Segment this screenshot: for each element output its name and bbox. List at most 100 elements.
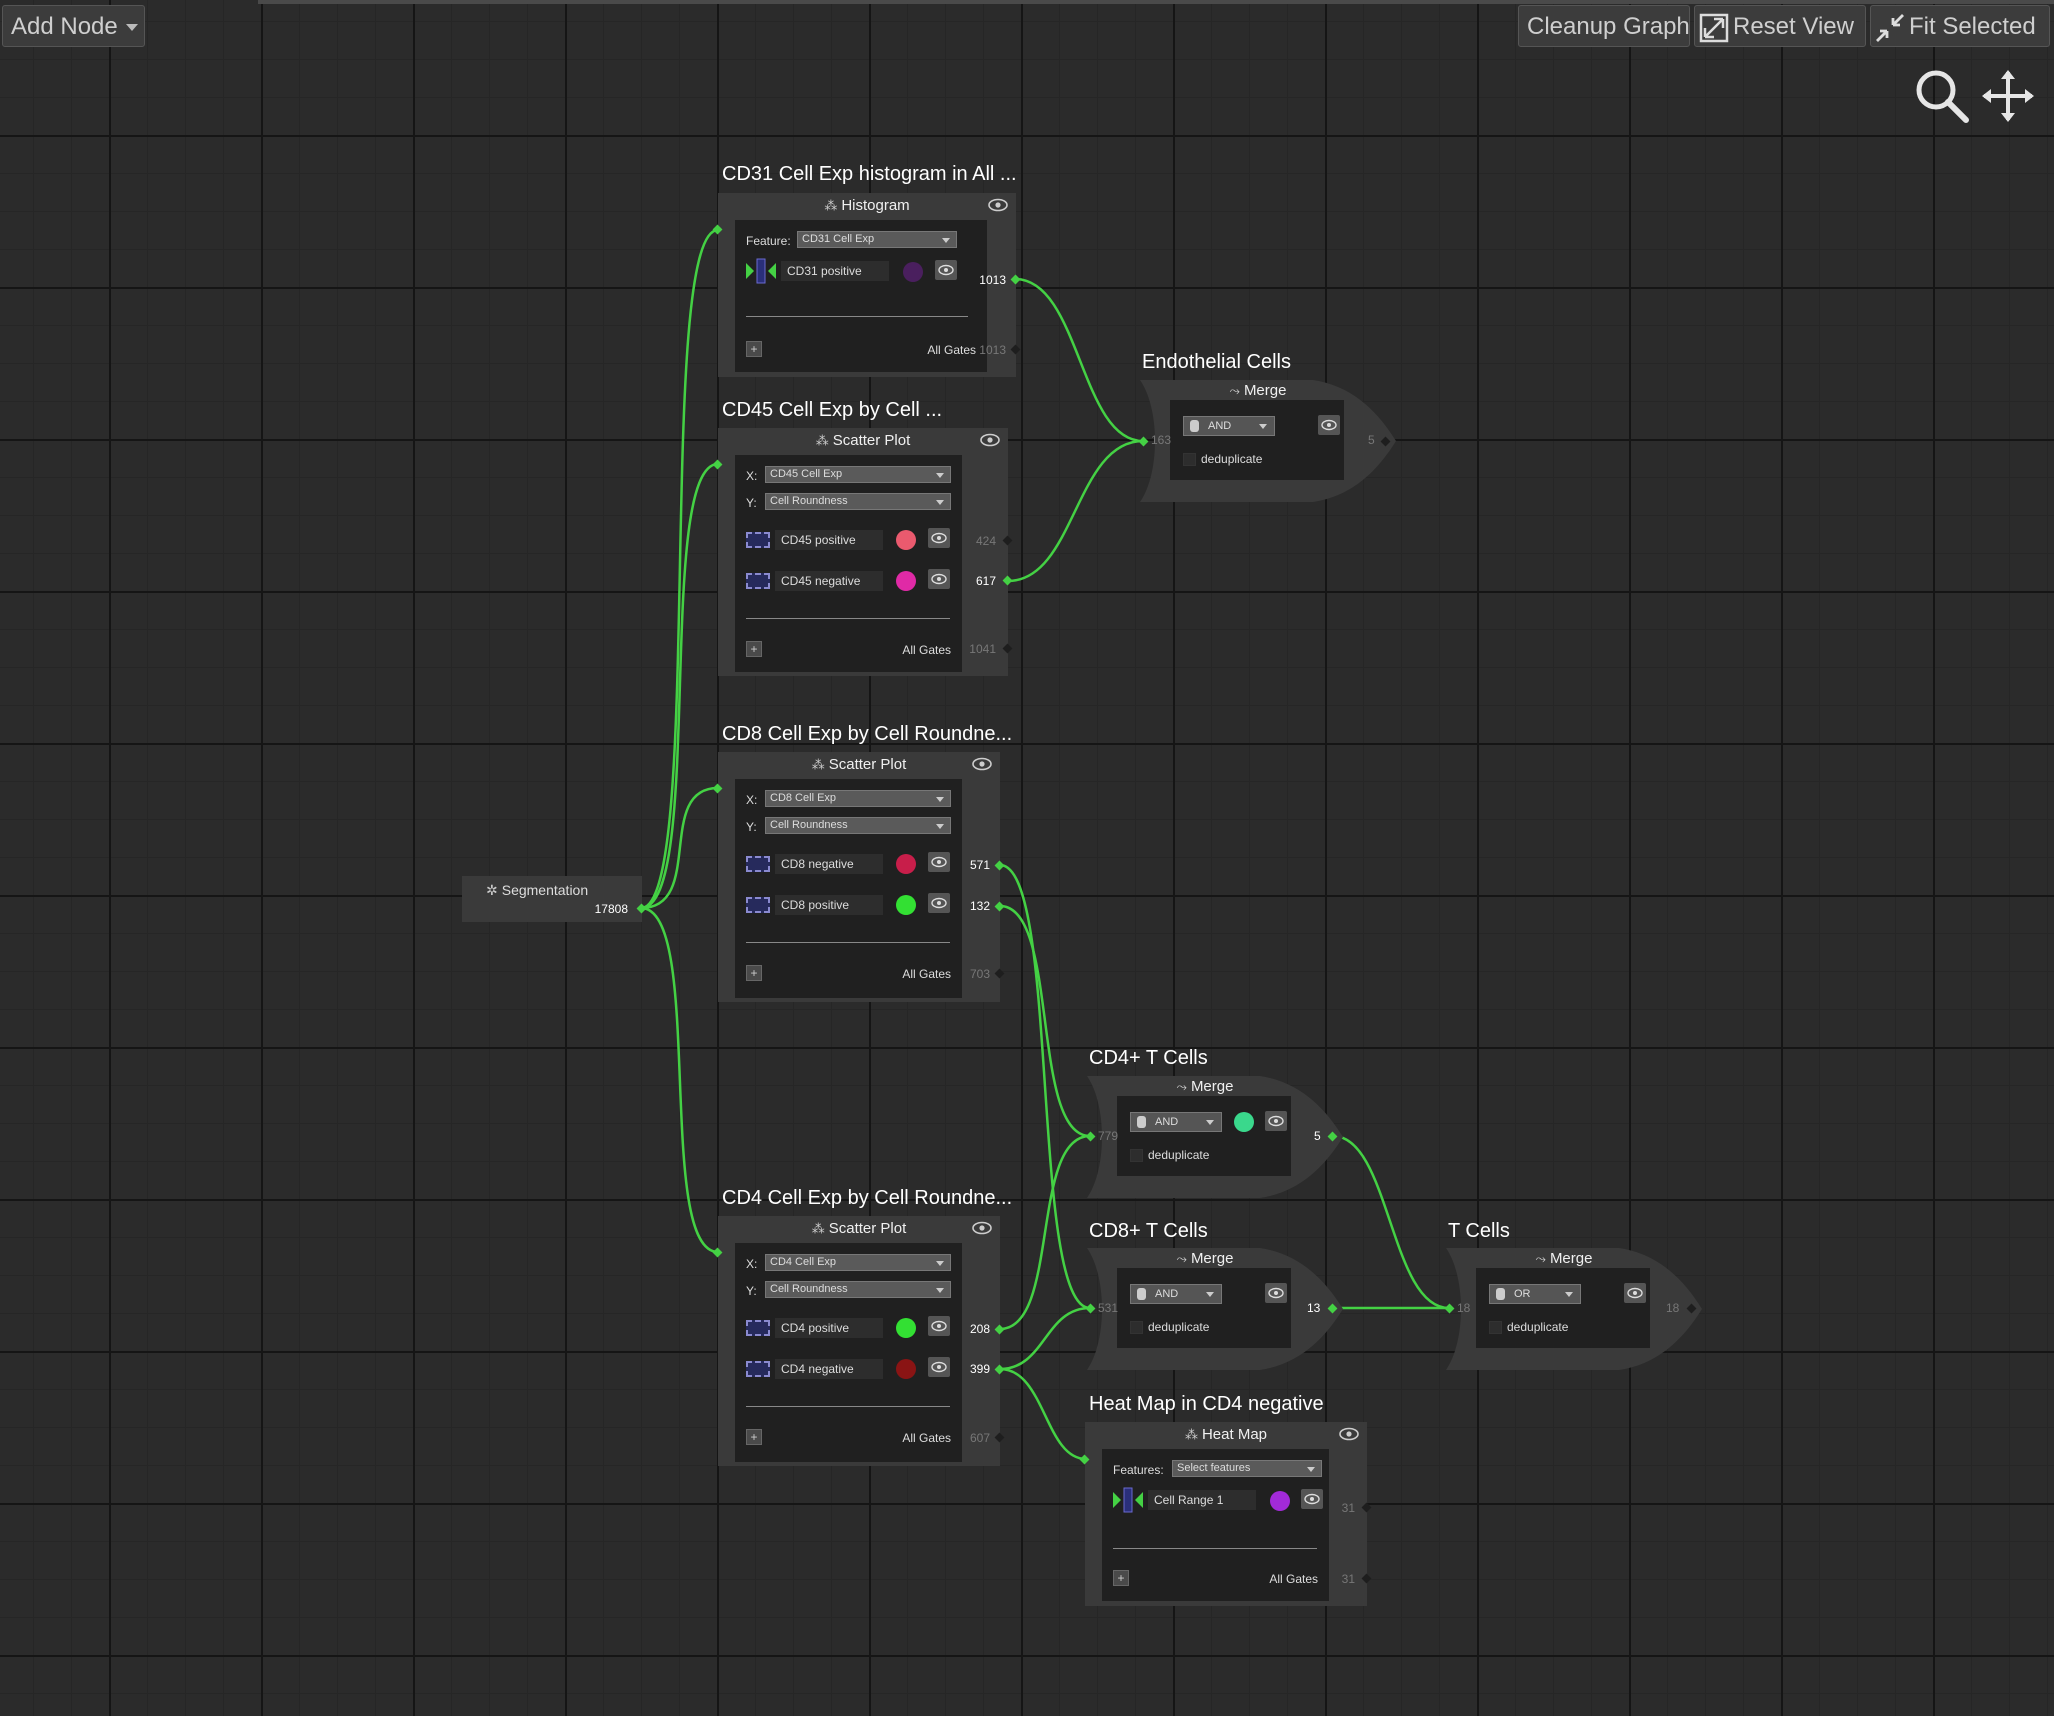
gate-name-field[interactable]: Cell Range 1 xyxy=(1148,1490,1256,1510)
y-axis-dropdown[interactable]: Cell Roundness xyxy=(765,1281,951,1298)
deduplicate-checkbox[interactable] xyxy=(1183,453,1196,466)
deduplicate-checkbox[interactable] xyxy=(1130,1321,1143,1334)
add-gate-button[interactable]: + xyxy=(1113,1570,1129,1586)
eye-icon[interactable] xyxy=(1339,1427,1359,1441)
cd8t-merge-node[interactable]: ⤳Merge AND deduplicate 531 13 xyxy=(1085,1246,1345,1372)
x-axis-dropdown[interactable]: CD8 Cell Exp xyxy=(765,790,951,807)
eye-icon[interactable] xyxy=(980,433,1000,447)
eye-icon[interactable] xyxy=(988,198,1008,212)
gate-visibility-button[interactable] xyxy=(928,893,950,913)
cd4-scatter-node[interactable]: ⁂Scatter Plot X: CD4 Cell Exp Y: Cell Ro… xyxy=(712,1216,1005,1466)
y-axis-dropdown[interactable]: Cell Roundness xyxy=(765,817,951,834)
gate-name-field[interactable]: CD4 negative xyxy=(775,1359,883,1379)
gate-color-swatch[interactable] xyxy=(1270,1491,1290,1511)
merge-icon: ⤳ xyxy=(1229,383,1240,398)
segmentation-label: ✲Segmentation xyxy=(486,882,588,899)
cleanup-graph-button[interactable]: Cleanup Graph xyxy=(1518,5,1690,47)
divider xyxy=(746,942,950,943)
merge-operator-dropdown[interactable]: AND xyxy=(1130,1112,1222,1132)
merge-operator-dropdown[interactable]: AND xyxy=(1183,416,1275,436)
gate-visibility-button[interactable] xyxy=(928,1357,950,1377)
gate-color-swatch[interactable] xyxy=(896,571,916,591)
polygon-gate-icon xyxy=(746,897,770,913)
gate-name-field[interactable]: CD45 positive xyxy=(775,530,883,550)
gate-color-swatch[interactable] xyxy=(903,262,923,282)
gate-name-field[interactable]: CD4 positive xyxy=(775,1318,883,1338)
polygon-gate-icon xyxy=(746,1361,770,1377)
merge-color-swatch[interactable] xyxy=(1234,1112,1254,1132)
add-gate-button[interactable]: + xyxy=(746,1429,762,1445)
eye-icon xyxy=(1321,419,1337,431)
gate-visibility-button[interactable] xyxy=(1301,1489,1323,1509)
gate-name-field[interactable]: CD31 positive xyxy=(781,261,889,281)
search-icon[interactable] xyxy=(1914,68,1970,124)
add-gate-button[interactable]: + xyxy=(746,341,762,357)
tcells-merge-node[interactable]: ⤳Merge OR deduplicate 18 18 xyxy=(1444,1246,1704,1372)
wire-cd4neg-to-heatmap xyxy=(999,1367,1087,1461)
gate-visibility-button[interactable] xyxy=(928,528,950,548)
node-body: AND deduplicate xyxy=(1117,1268,1291,1348)
node-header: ⤳Merge xyxy=(1085,1246,1325,1272)
heatmap-node[interactable]: ⁂Heat Map Features: Select features Cell… xyxy=(1079,1422,1372,1606)
deduplicate-checkbox[interactable] xyxy=(1130,1149,1143,1162)
fit-selected-button[interactable]: Fit Selected xyxy=(1870,5,2050,47)
x-axis-label: X: xyxy=(746,793,758,807)
wire-seg-to-cd8 xyxy=(640,786,719,910)
gate-color-swatch[interactable] xyxy=(896,854,916,874)
feature-dropdown[interactable]: CD31 Cell Exp xyxy=(797,231,957,248)
deduplicate-checkbox[interactable] xyxy=(1489,1321,1502,1334)
eye-icon[interactable] xyxy=(972,757,992,771)
features-dropdown[interactable]: Select features xyxy=(1172,1460,1322,1477)
node-header: ⁂Scatter Plot xyxy=(718,428,1008,454)
all-gates-count: 703 xyxy=(969,967,990,981)
x-axis-dropdown[interactable]: CD4 Cell Exp xyxy=(765,1254,951,1271)
gate-visibility-button[interactable] xyxy=(928,852,950,872)
heatmap-icon: ⁂ xyxy=(1184,1427,1198,1442)
move-icon[interactable] xyxy=(1980,68,2036,124)
polygon-gate-icon xyxy=(746,573,770,589)
gate-color-swatch[interactable] xyxy=(896,1359,916,1379)
node-title: CD4+ T Cells xyxy=(1089,1047,1208,1069)
add-node-button[interactable]: Add Node xyxy=(2,5,145,47)
node-header: ⁂Scatter Plot xyxy=(718,1216,1000,1242)
gate-visibility-button[interactable] xyxy=(928,1316,950,1336)
deduplicate-label: deduplicate xyxy=(1507,1320,1569,1334)
gate-visibility-button[interactable] xyxy=(935,260,957,280)
y-axis-dropdown[interactable]: Cell Roundness xyxy=(765,493,951,510)
gate-count: 208 xyxy=(969,1322,990,1336)
merge-visibility-button[interactable] xyxy=(1265,1111,1287,1131)
eye-icon[interactable] xyxy=(972,1221,992,1235)
histogram-node[interactable]: ⁂Histogram Feature: CD31 Cell Exp CD31 p… xyxy=(712,193,1021,377)
cd4t-merge-node[interactable]: ⤳Merge AND deduplicate 779 5 xyxy=(1085,1074,1345,1200)
merge-visibility-button[interactable] xyxy=(1318,415,1340,435)
wire-cd8neg-to-cd8t xyxy=(999,863,1091,1310)
wire-seg-to-cd4 xyxy=(640,906,719,1254)
gate-name-field[interactable]: CD8 positive xyxy=(775,895,883,915)
cd8-scatter-node[interactable]: ⁂Scatter Plot X: CD8 Cell Exp Y: Cell Ro… xyxy=(712,752,1005,1002)
merge-visibility-button[interactable] xyxy=(1265,1283,1287,1303)
gate-visibility-button[interactable] xyxy=(928,569,950,589)
reset-view-button[interactable]: Reset View xyxy=(1694,5,1866,47)
gate-name-field[interactable]: CD8 negative xyxy=(775,854,883,874)
merge-icon: ⤳ xyxy=(1176,1079,1187,1094)
merge-visibility-button[interactable] xyxy=(1624,1283,1646,1303)
fit-selected-icon xyxy=(1876,13,1904,42)
cd45-scatter-node[interactable]: ⁂Scatter Plot X: CD45 Cell Exp Y: Cell R… xyxy=(712,428,1013,676)
segmentation-node[interactable]: ✲Segmentation 17808 xyxy=(462,876,647,922)
gate-color-swatch[interactable] xyxy=(896,530,916,550)
add-gate-button[interactable]: + xyxy=(746,965,762,981)
eye-icon xyxy=(931,1361,947,1373)
node-title: CD45 Cell Exp by Cell ... xyxy=(722,399,943,421)
add-gate-button[interactable]: + xyxy=(746,641,762,657)
reset-view-label: Reset View xyxy=(1733,13,1854,40)
x-axis-dropdown[interactable]: CD45 Cell Exp xyxy=(765,466,951,483)
eye-icon xyxy=(931,856,947,868)
node-header: ⤳Merge xyxy=(1444,1246,1684,1272)
endothelial-merge-node[interactable]: ⤳Merge AND deduplicate 163 5 xyxy=(1138,378,1398,504)
node-type: Merge xyxy=(1190,1078,1234,1095)
gate-color-swatch[interactable] xyxy=(896,1318,916,1338)
gate-color-swatch[interactable] xyxy=(896,895,916,915)
gate-name-field[interactable]: CD45 negative xyxy=(775,571,883,591)
merge-operator-dropdown[interactable]: OR xyxy=(1489,1284,1581,1304)
merge-operator-dropdown[interactable]: AND xyxy=(1130,1284,1222,1304)
